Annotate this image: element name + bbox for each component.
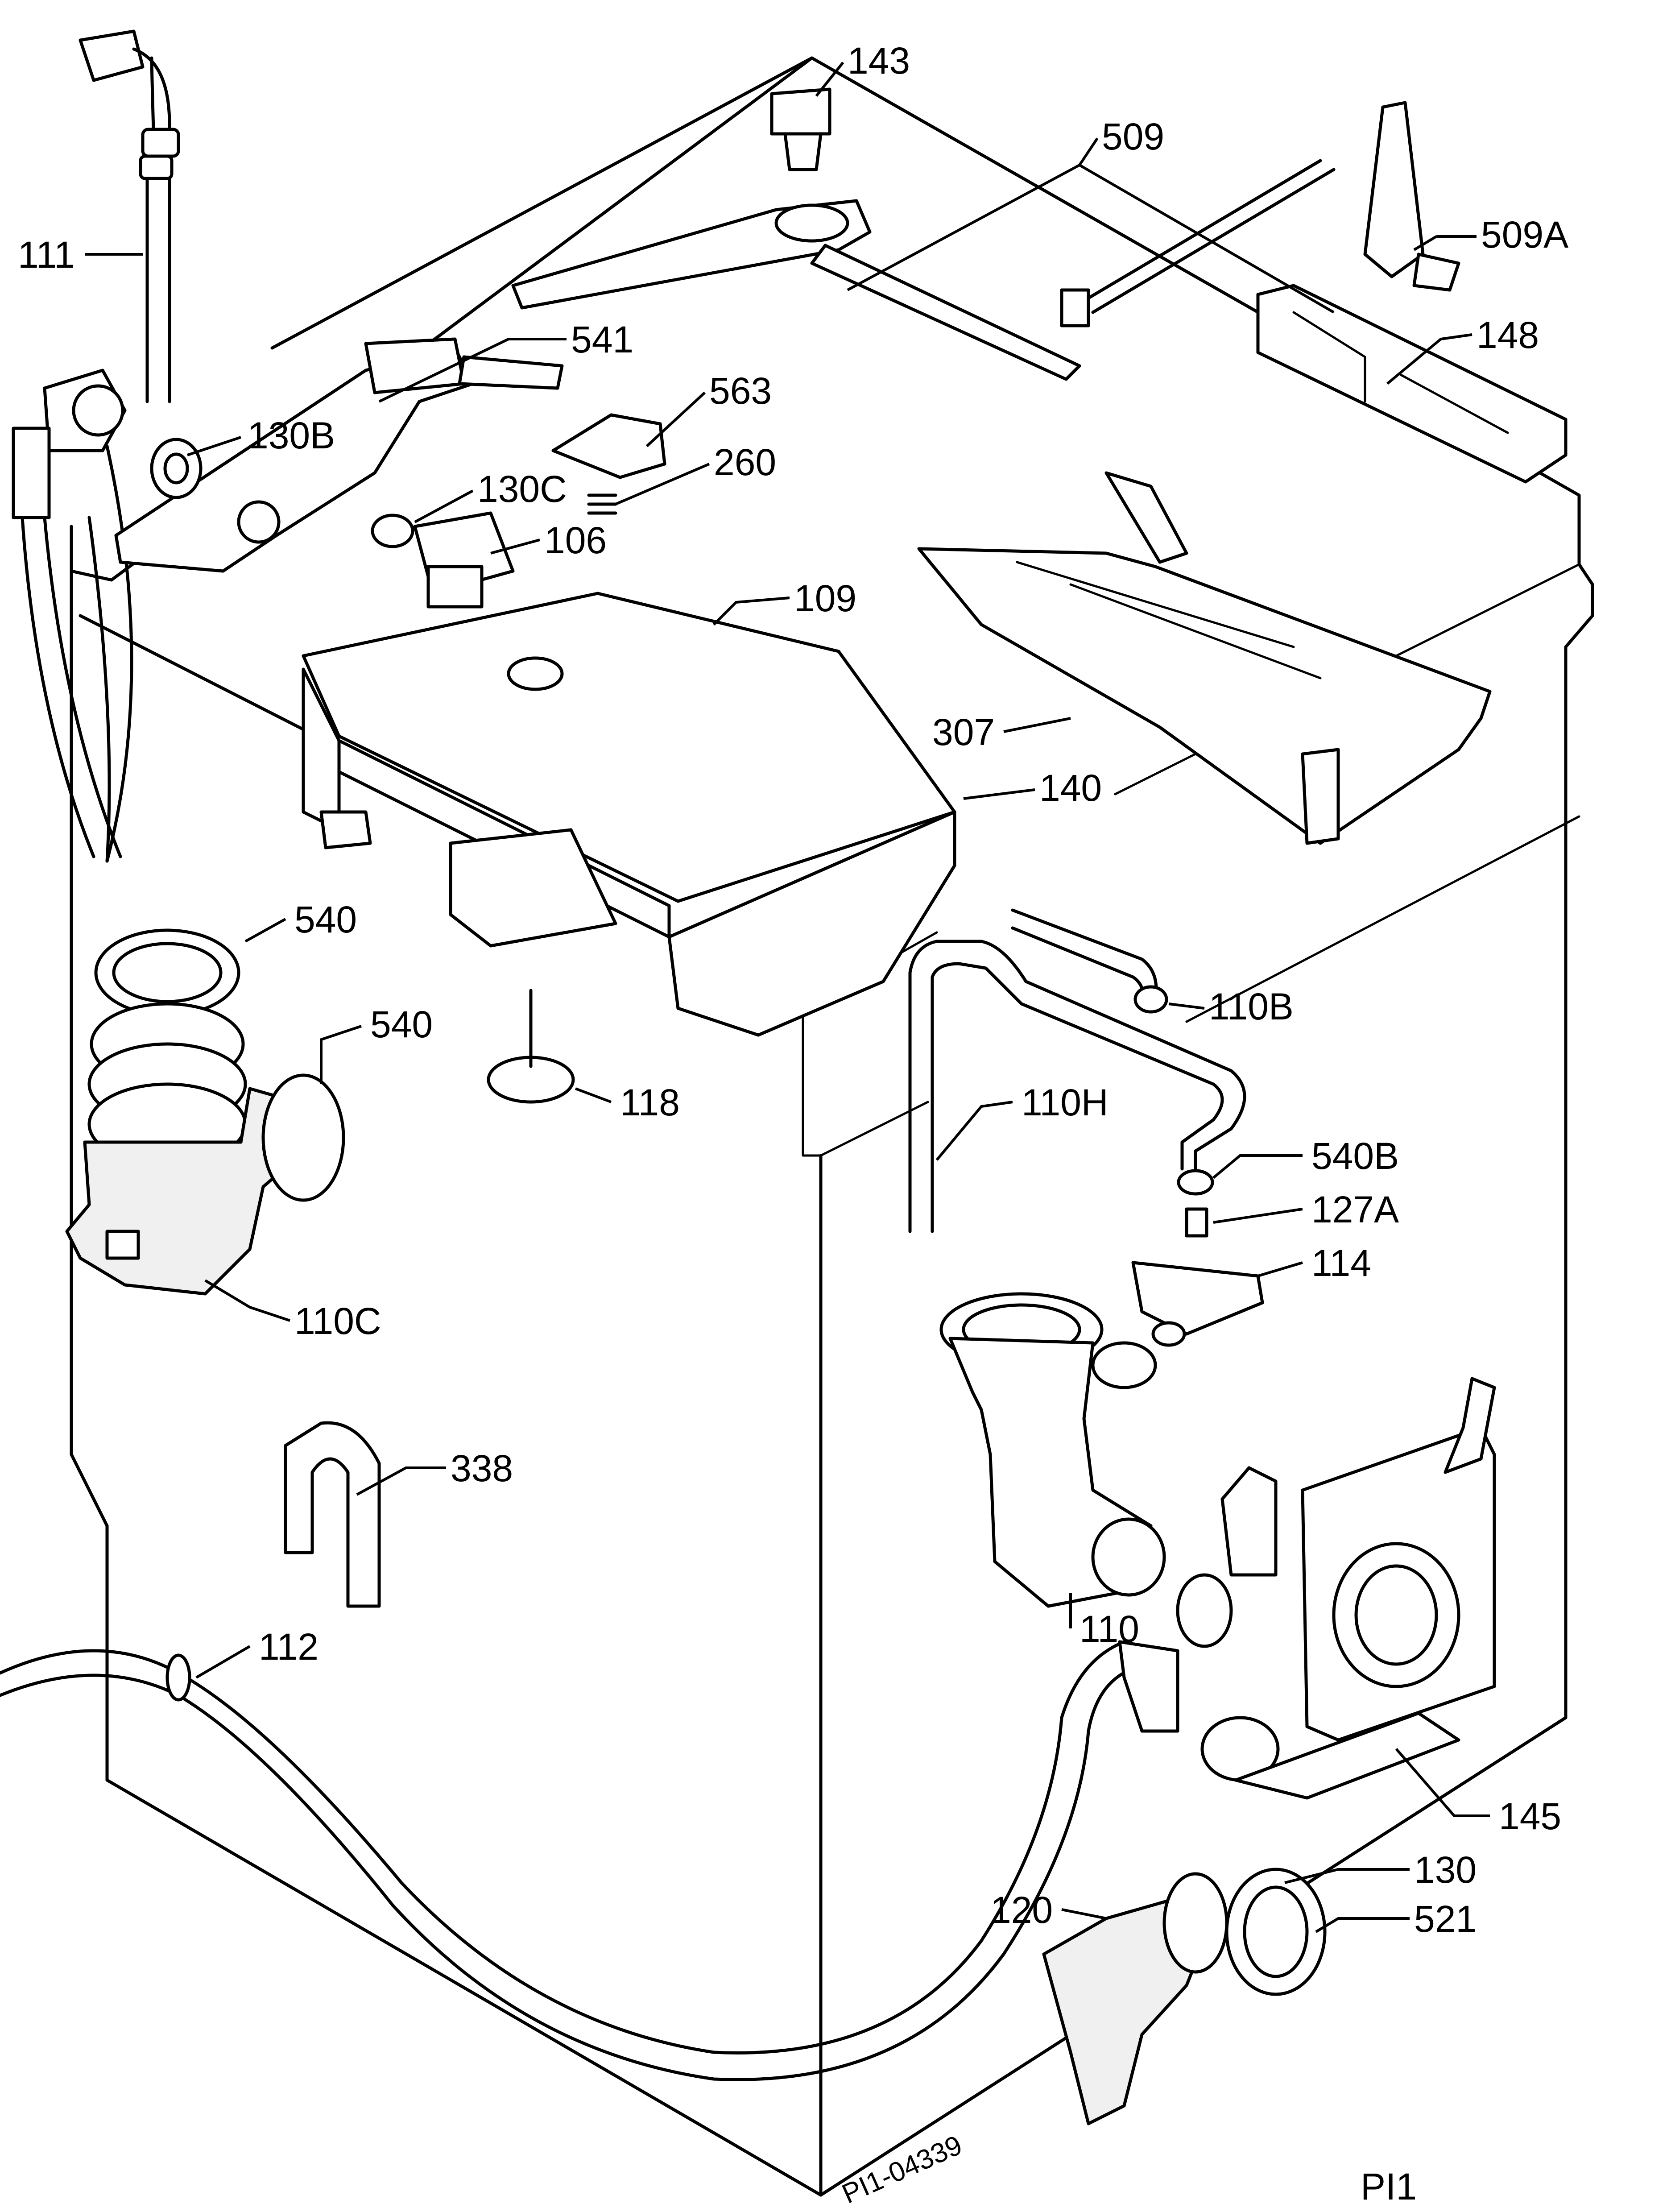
callout-111: 111	[18, 234, 75, 276]
callout-130c: 130C	[477, 468, 567, 510]
callout-140: 140	[1039, 767, 1102, 809]
callout-114: 114	[1311, 1242, 1371, 1284]
callout-120: 120	[990, 1889, 1053, 1931]
callout-541: 541	[571, 319, 633, 360]
callout-127a: 127A	[1311, 1189, 1399, 1230]
small-parts-540b-127a-114	[1131, 1169, 1264, 1347]
spring-260	[587, 493, 617, 515]
callout-109: 109	[794, 577, 856, 619]
bellows-hose-110	[939, 1292, 1166, 1608]
inlet-hose-lower	[12, 369, 133, 863]
knob-143	[770, 87, 831, 171]
pump-145	[1176, 1377, 1496, 1800]
lever-arm-509	[511, 199, 1081, 381]
pulley-118	[487, 989, 575, 1104]
callout-110b: 110B	[1209, 986, 1294, 1027]
filter-120	[1042, 1868, 1327, 2125]
leader-lines	[85, 62, 1490, 1933]
switch-block-148	[1256, 284, 1568, 484]
callout-110h: 110H	[1022, 1081, 1108, 1123]
sump-110c	[65, 928, 345, 1296]
valve-106	[371, 511, 515, 609]
callout-110c: 110C	[294, 1300, 381, 1342]
callout-143: 143	[848, 40, 910, 82]
page-code: PI1	[1361, 2166, 1417, 2208]
inlet-hose-111	[79, 29, 180, 403]
callout-112: 112	[259, 1626, 318, 1668]
drawer-307	[917, 471, 1492, 845]
callout-106: 106	[544, 519, 607, 561]
hose-110b	[1011, 908, 1168, 1014]
cabinet-outline	[70, 56, 1594, 2197]
callout-labels: 143 509 509A 111 541 148 130B 563 130C 2…	[18, 40, 1568, 2210]
callout-338: 338	[451, 1447, 513, 1489]
callout-509a: 509A	[1481, 214, 1568, 256]
callout-540-lower: 540	[370, 1003, 433, 1045]
drain-hose-112	[0, 1640, 1179, 2081]
callout-148: 148	[1477, 314, 1539, 356]
grommet-130b	[150, 438, 203, 499]
callout-509: 509	[1102, 116, 1164, 157]
dispenser-housing-109	[302, 592, 956, 948]
callout-521: 521	[1414, 1898, 1477, 1940]
callout-563: 563	[709, 370, 772, 412]
bracket-541	[114, 337, 564, 573]
callout-540b: 540B	[1311, 1135, 1399, 1177]
callout-307: 307	[932, 711, 995, 753]
callout-260: 260	[714, 441, 776, 483]
hose-110h	[908, 940, 1246, 1233]
callout-130: 130	[1414, 1849, 1477, 1891]
clip-338	[284, 1421, 381, 1608]
cover-563	[551, 413, 666, 479]
rod-509	[1060, 159, 1336, 327]
callout-118: 118	[620, 1081, 680, 1123]
lid-140	[667, 810, 956, 1037]
callout-110: 110	[1080, 1608, 1139, 1650]
callout-540-upper: 540	[294, 899, 357, 940]
lever-509a	[1363, 101, 1460, 292]
callout-145: 145	[1499, 1795, 1561, 1837]
callout-130b: 130B	[248, 414, 335, 456]
